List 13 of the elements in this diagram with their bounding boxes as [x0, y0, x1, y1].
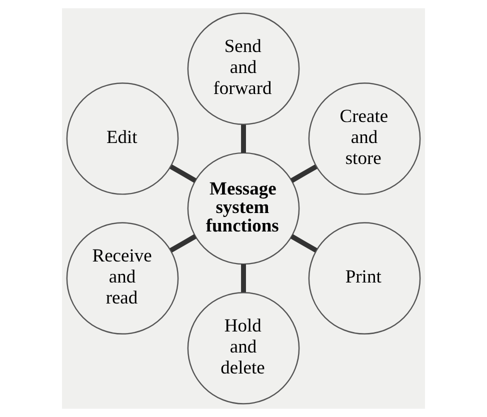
connector	[290, 164, 318, 183]
connector	[170, 234, 197, 253]
node-circle: Hold and delete	[187, 292, 300, 404]
node-circle: Print	[308, 222, 421, 335]
node-circle: Send and forward	[187, 12, 300, 125]
node-circle: Create and store	[308, 82, 421, 195]
node-circle: Receive and read	[66, 222, 179, 335]
connector	[241, 264, 246, 292]
connector	[290, 234, 318, 253]
node-circle: Message system functions	[187, 152, 300, 265]
node-circle: Edit	[66, 82, 179, 195]
connector	[170, 164, 197, 183]
connector	[241, 124, 246, 153]
